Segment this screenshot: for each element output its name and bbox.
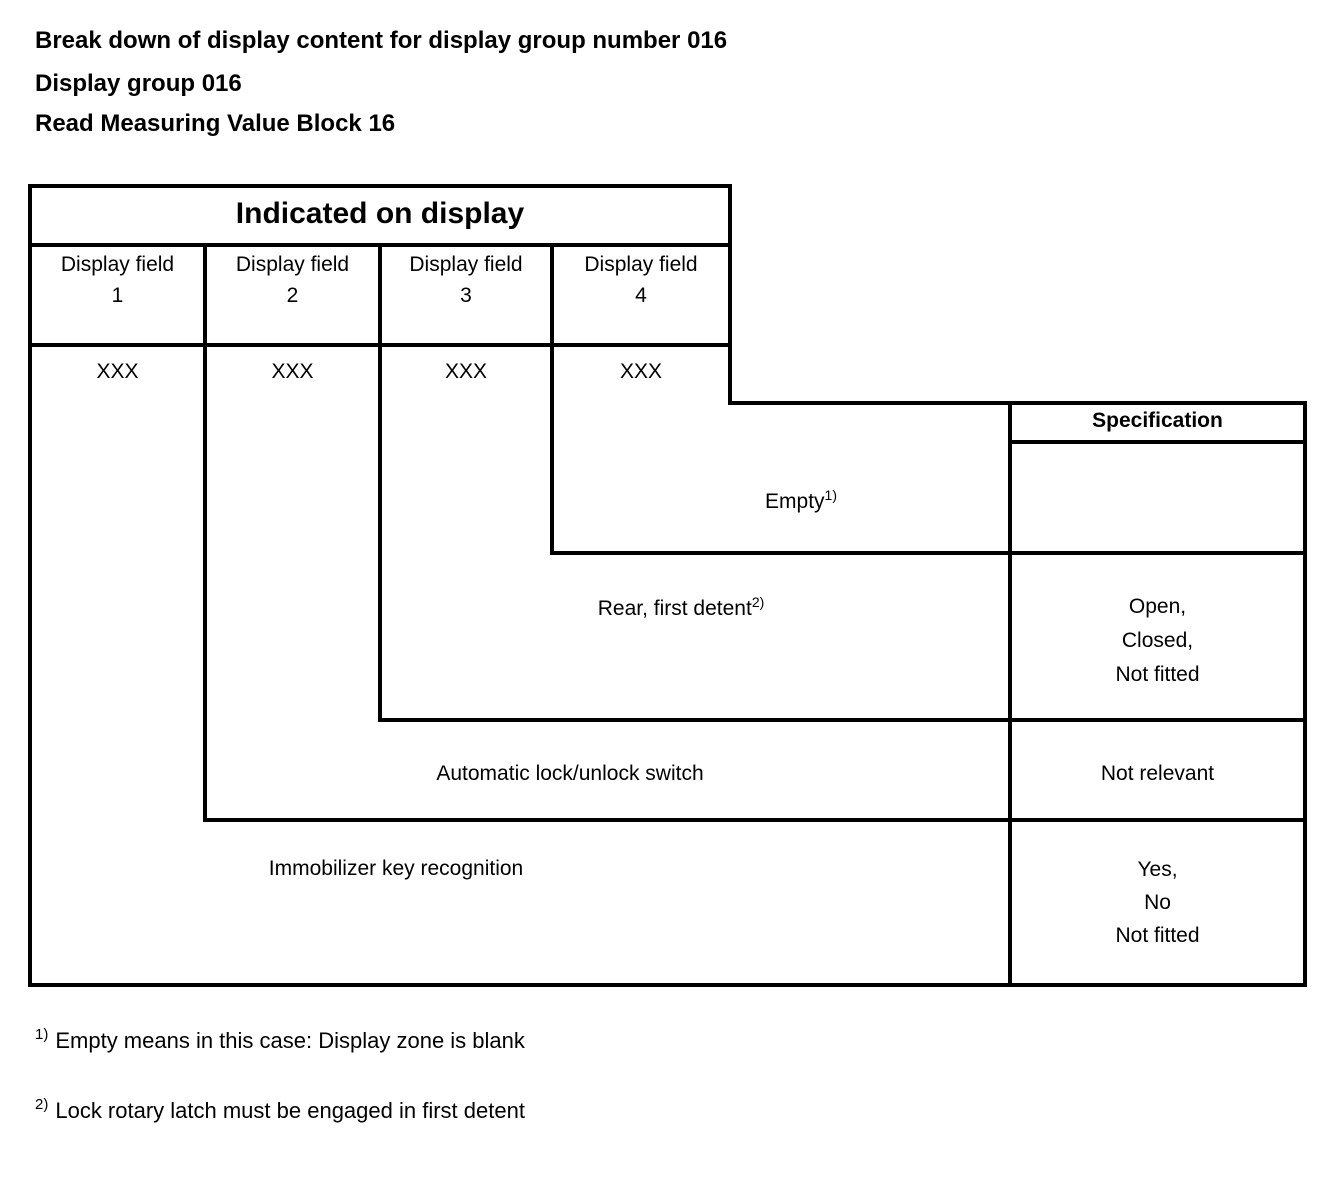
- spec-header-divider: [1008, 440, 1307, 444]
- row-label-rear-first-detent: Rear, first detent2): [481, 594, 881, 621]
- row-label-immobilizer-key-recognition: Immobilizer key recognition: [268, 857, 524, 880]
- column-header-display-field-4: Display field 4: [552, 249, 730, 311]
- display-field-value-2: XXX: [271, 360, 314, 383]
- column-header-display-field-2: Display field 2: [205, 249, 380, 311]
- display-field-value-1: XXX: [96, 360, 139, 383]
- page-title-line-1: Break down of display content for displa…: [35, 27, 728, 54]
- display-field-value-4: XXX: [619, 360, 663, 383]
- spec-line: Not fitted: [1115, 663, 1200, 686]
- column-header-number: 2: [286, 284, 299, 307]
- page-title-line-2: Display group 016: [35, 70, 242, 97]
- column-divider-1: [203, 243, 207, 822]
- column-header-number: 3: [460, 284, 472, 307]
- spec-line: Closed,: [1121, 629, 1194, 652]
- table-border-top: [28, 184, 732, 188]
- display-field-value-3: XXX: [444, 360, 488, 383]
- footnote-marker: 1): [35, 1026, 49, 1043]
- row-label-automatic-lock-switch: Automatic lock/unlock switch: [436, 762, 704, 785]
- step-line-row-rear-bottom: [378, 718, 1307, 722]
- column-divider-3: [550, 243, 554, 555]
- spec-value-rear-first-detent: Open, Closed, Not fitted: [1010, 590, 1305, 692]
- table-border-bottom: [28, 983, 1307, 987]
- spec-value-automatic-lock-switch: Not relevant: [1100, 762, 1215, 785]
- table-border-right-top: [728, 184, 732, 405]
- spec-column-header: Specification: [1092, 409, 1223, 432]
- footnote-ref-1: 1): [824, 487, 837, 503]
- page-title-line-3: Read Measuring Value Block 16: [35, 110, 396, 137]
- step-line-row-autolock-bottom: [203, 818, 1307, 822]
- spec-column-left-border: [1008, 401, 1012, 987]
- column-header-display-field-1: Display field 1: [30, 249, 205, 311]
- column-header-number: 1: [111, 284, 124, 307]
- footnote-2: 2) Lock rotary latch must be engaged in f…: [35, 1096, 525, 1124]
- table-header-indicated-on-display: Indicated on display: [235, 197, 525, 230]
- footnote-ref-2: 2): [751, 594, 765, 610]
- table-border-left: [28, 184, 32, 987]
- step-line-row-empty-top: [728, 401, 1307, 405]
- spec-value-immobilizer-key-recognition: Yes, No Not fitted: [1010, 853, 1305, 952]
- field-header-divider: [28, 343, 732, 347]
- footnote-marker: 2): [35, 1096, 49, 1113]
- column-header-label: Display field: [584, 253, 698, 276]
- row-label-text: Rear, first detent: [597, 597, 752, 620]
- column-header-label: Display field: [409, 253, 523, 276]
- spec-line: Yes,: [1137, 858, 1178, 881]
- spec-line: Not fitted: [1115, 924, 1200, 947]
- step-line-row-empty-bottom: [550, 551, 1307, 555]
- row-label-text: Empty: [765, 490, 825, 513]
- spec-line: Open,: [1128, 595, 1187, 618]
- footnote-text: Lock rotary latch must be engaged in fir…: [55, 1098, 525, 1123]
- column-header-label: Display field: [235, 253, 350, 276]
- footnote-text: Empty means in this case: Display zone i…: [55, 1028, 525, 1053]
- header-divider: [28, 243, 732, 247]
- column-header-label: Display field: [60, 253, 175, 276]
- column-header-display-field-3: Display field 3: [380, 249, 552, 311]
- footnote-1: 1) Empty means in this case: Display zone…: [35, 1026, 525, 1054]
- row-label-empty: Empty1): [601, 487, 1001, 514]
- column-header-number: 4: [635, 284, 647, 307]
- column-divider-2: [378, 243, 382, 722]
- spec-line: No: [1144, 891, 1171, 914]
- spec-column-right-border: [1303, 401, 1307, 987]
